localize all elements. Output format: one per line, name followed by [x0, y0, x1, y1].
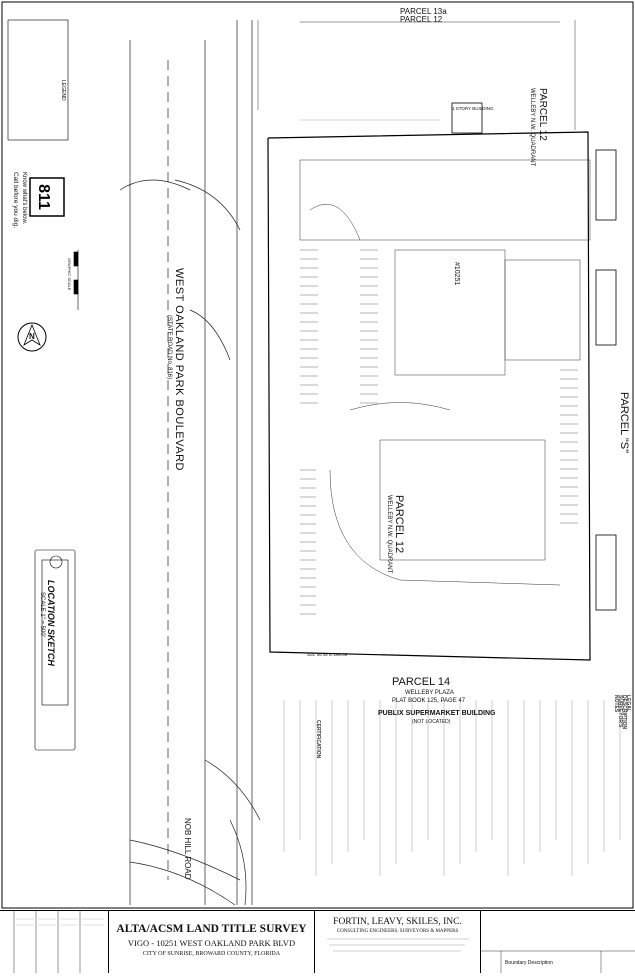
title-panel: ALTA/ACSM LAND TITLE SURVEY VIGO - 10251…: [108, 911, 314, 973]
firm-fine-print: [327, 938, 469, 952]
parcel-13a-label: PARCEL 13a: [400, 7, 447, 16]
location-sketch-scale: SCALE 1" = 500': [39, 592, 45, 637]
dimension-label: S01°06'48"E 190.00': [307, 652, 349, 657]
firm-name: FORTIN, LEAVY, SKILES, INC.: [333, 917, 462, 927]
sheet-panel: Boundary Description: [480, 911, 635, 973]
revision-block: [0, 911, 108, 973]
sheet-description: Boundary Description: [505, 960, 553, 966]
survey-location: CITY OF SUNRISE, BROWARD COUNTY, FLORIDA: [142, 951, 281, 957]
survey-drawing: 811: [1, 1, 634, 909]
know-whats-below: Know what's below.: [21, 172, 27, 225]
parcel-14-plaza: WELLEBY PLAZA: [405, 690, 454, 696]
parcel-12-mid-label: PARCEL 12: [393, 495, 405, 554]
nob-hill-label: NOB HILL ROAD: [183, 818, 192, 880]
parcel-14-label: PARCEL 14: [392, 676, 451, 688]
notes-text-block: [283, 700, 621, 876]
survey-title: ALTA/ACSM LAND TITLE SURVEY: [116, 923, 307, 935]
parcel-14-book: PLAT BOOK 125, PAGE 47: [392, 698, 466, 704]
parcel-12-topedge-label: PARCEL 12: [400, 15, 443, 24]
publix-sub: (NOT LOCATED): [412, 719, 451, 725]
graphic-scale-label: GRAPHIC SCALE: [67, 258, 72, 291]
parcel-12-top-label: PARCEL 12: [537, 88, 548, 141]
firm-panel: FORTIN, LEAVY, SKILES, INC. CONSULTING E…: [314, 911, 480, 973]
road-label: WEST OAKLAND PARK BOULEVARD: [173, 268, 185, 471]
parcel-12-mid-sub: WELLEBY N.W. QUADRANT: [386, 495, 392, 574]
parcel-s-label: PARCEL "S": [618, 392, 630, 453]
building-address: #10251: [453, 262, 460, 286]
legend-title: LEGEND: [60, 80, 66, 101]
road-sub-label: (STATE ROAD No. 816): [166, 315, 172, 380]
survey-subtitle: VIGO - 10251 WEST OAKLAND PARK BLVD: [127, 938, 296, 948]
svg-text:811: 811: [35, 184, 52, 210]
location-sketch-title: LOCATION SKETCH: [46, 580, 56, 666]
title-block: ALTA/ACSM LAND TITLE SURVEY VIGO - 10251…: [0, 910, 635, 973]
call-before-dig: Call before you dig.: [12, 172, 19, 229]
story-building-label: 1 STORY BUILDING: [452, 106, 494, 111]
publix-label: PUBLIX SUPERMARKET BUILDING: [378, 710, 496, 717]
north-arrow-icon: N: [29, 332, 35, 341]
firm-subtitle: CONSULTING ENGINEERS, SURVEYORS & MAPPER…: [336, 929, 459, 934]
parcel-12-top-sub: WELLEBY N.W. QUADRANT: [529, 88, 535, 167]
